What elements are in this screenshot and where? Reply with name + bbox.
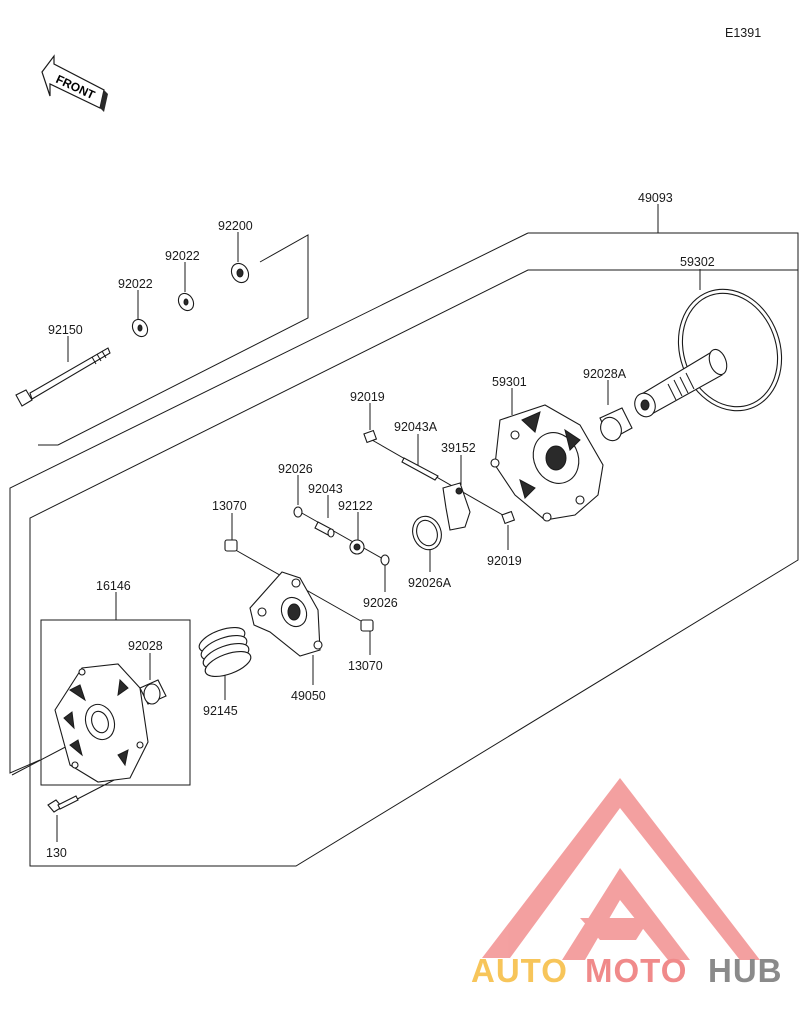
label-92022-lower: 92022 [118, 277, 153, 291]
label-130: 130 [46, 846, 67, 860]
spider-49050 [249, 571, 323, 657]
watermark-text-hub: HUB [708, 952, 783, 989]
bushing-92028A [599, 407, 633, 442]
nut-92019-upper [363, 429, 378, 444]
roller-92122 [349, 539, 365, 555]
spring-92145 [198, 626, 252, 678]
label-92028A: 92028A [583, 367, 627, 381]
label-92145: 92145 [203, 704, 238, 718]
bolt-130 [47, 795, 79, 813]
bushing-13070-upper [224, 539, 238, 552]
washer-92026A [412, 515, 442, 551]
watermark-bar [580, 918, 650, 940]
front-arrow-icon: FRONT [41, 54, 108, 112]
label-13070-lower: 13070 [348, 659, 383, 673]
label-49093: 49093 [638, 191, 673, 205]
washer-92022-lower [131, 318, 149, 338]
label-13070-upper: 13070 [212, 499, 247, 513]
sheave-59302 [634, 288, 783, 418]
watermark-text-auto: AUTO [471, 952, 568, 989]
part-labels: 49093 59302 92200 92022 92022 92150 5930… [46, 191, 715, 860]
assembly-frame-49093 [9, 232, 799, 867]
label-92043: 92043 [308, 482, 343, 496]
label-39152: 39152 [441, 441, 476, 455]
label-49050: 49050 [291, 689, 326, 703]
bolt-92150 [15, 347, 111, 407]
washer-92026-lower [380, 554, 390, 566]
cover-16146 [54, 663, 149, 783]
washer-92200 [230, 262, 250, 284]
label-92026-upper: 92026 [278, 462, 313, 476]
label-92019-lower: 92019 [487, 554, 522, 568]
label-92122: 92122 [338, 499, 373, 513]
pin-92043A [401, 457, 439, 481]
label-92026A: 92026A [408, 576, 452, 590]
watermark-text-moto: MOTO [585, 952, 687, 989]
watermark-logo [482, 778, 760, 960]
bushing-92028 [139, 679, 167, 705]
label-92150: 92150 [48, 323, 83, 337]
label-92026-lower: 92026 [363, 596, 398, 610]
diagram-code: E1391 [725, 26, 761, 40]
watermark-triangle-inner [562, 868, 690, 960]
nut-92019-lower [501, 510, 516, 525]
watermark-triangle-outer [482, 778, 760, 960]
label-59301: 59301 [492, 375, 527, 389]
label-59302: 59302 [680, 255, 715, 269]
housing-59301 [490, 404, 604, 522]
weight-39152 [442, 482, 471, 531]
label-92028: 92028 [128, 639, 163, 653]
label-92043A: 92043A [394, 420, 438, 434]
label-92022-upper: 92022 [165, 249, 200, 263]
bushing-13070-lower [360, 619, 374, 632]
label-16146: 16146 [96, 579, 131, 593]
washer-92026-upper [293, 506, 303, 518]
label-92019-upper: 92019 [350, 390, 385, 404]
sub-frame-92150 [38, 234, 309, 446]
label-92200: 92200 [218, 219, 253, 233]
pin-92043 [314, 521, 335, 538]
washer-92022-upper [177, 292, 195, 312]
